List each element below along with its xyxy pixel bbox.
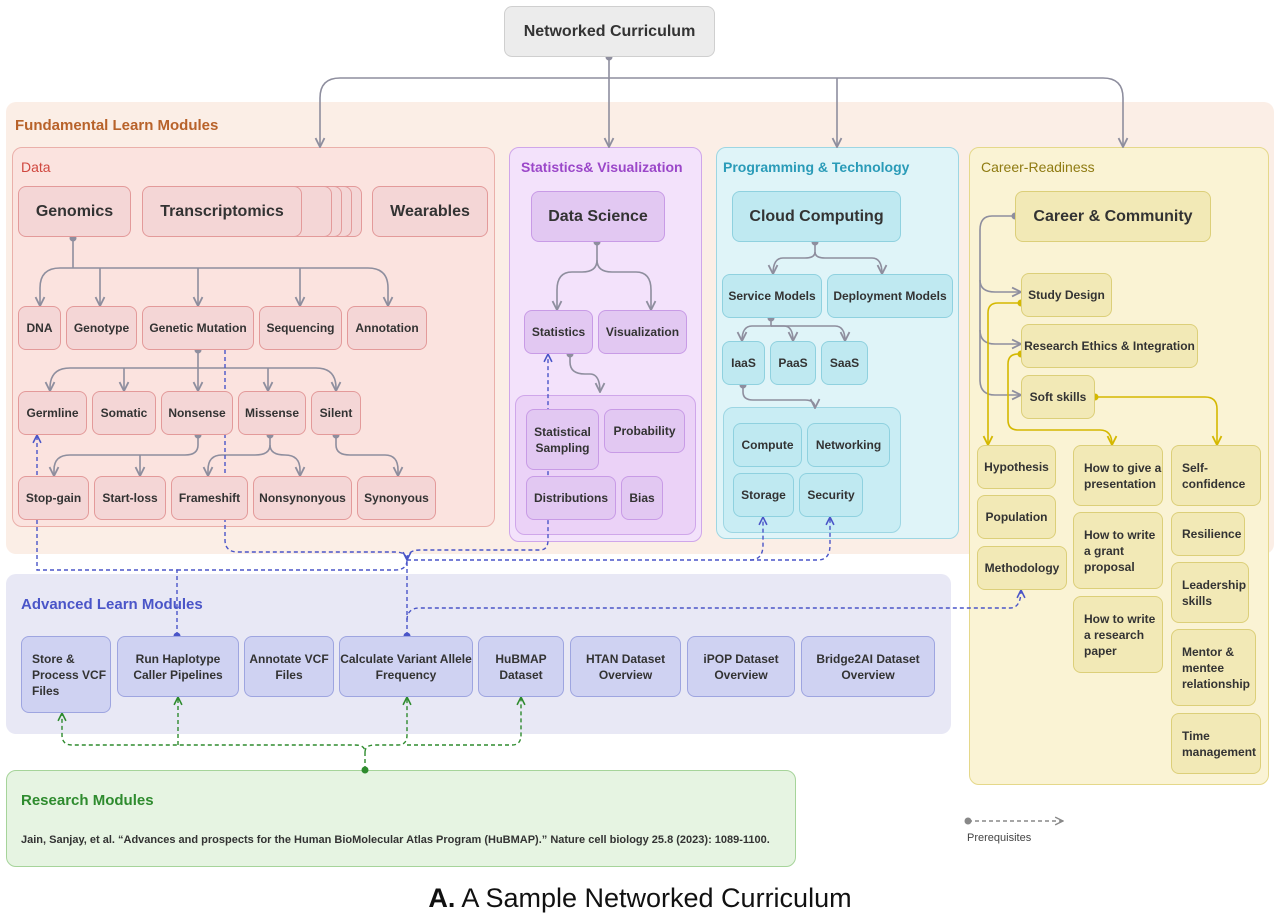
missense-node: Missense	[238, 391, 306, 435]
sequencing-node: Sequencing	[259, 306, 342, 350]
htan-dataset-node: HTAN Dataset Overview	[570, 636, 681, 697]
bridge2ai-dataset-node: Bridge2AI Dataset Overview	[801, 636, 935, 697]
statistical-sampling-node: Statistical Sampling	[526, 409, 599, 470]
store-process-vcf-node: Store & Process VCF Files	[21, 636, 111, 713]
security-node: Security	[799, 473, 863, 517]
legend-label: Prerequisites	[967, 832, 1032, 844]
genomics-node: Genomics	[18, 186, 131, 237]
stats-panel-title: Statistics& Visualization	[521, 159, 683, 175]
variant-allele-freq-node: Calculate Variant Allele Frequency	[339, 636, 473, 697]
caption-letter: A.	[428, 883, 456, 913]
study-design-node: Study Design	[1021, 273, 1112, 317]
presentation-node: How to give a presentation	[1073, 445, 1163, 506]
haplotype-caller-node: Run Haplotype Caller Pipelines	[117, 636, 239, 697]
advanced-title: Advanced Learn Modules	[21, 596, 203, 613]
research-title: Research Modules	[21, 792, 154, 809]
deployment-models-node: Deployment Models	[827, 274, 953, 318]
fundamental-title: Fundamental Learn Modules	[15, 117, 219, 134]
genetic-mutation-node: Genetic Mutation	[142, 306, 254, 350]
time-management-node: Time management	[1171, 713, 1261, 774]
research-ethics-node: Research Ethics & Integration	[1021, 324, 1198, 368]
stop-gain-node: Stop-gain	[18, 476, 89, 520]
distributions-node: Distributions	[526, 476, 616, 520]
data-panel-title: Data	[21, 159, 51, 175]
synonyous-node: Synonyous	[357, 476, 436, 520]
mentor-node: Mentor & mentee relationship	[1171, 629, 1256, 706]
start-loss-node: Start-loss	[94, 476, 166, 520]
probability-node: Probability	[604, 409, 685, 453]
research-paper-node: How to write a research paper	[1073, 596, 1163, 673]
hubmap-dataset-node: HuBMAP Dataset	[478, 636, 564, 697]
career-panel-title: Career-Readiness	[981, 159, 1095, 175]
bias-node: Bias	[621, 476, 663, 520]
nonsense-node: Nonsense	[161, 391, 233, 435]
caption-text: A Sample Networked Curriculum	[455, 883, 852, 913]
service-models-node: Service Models	[722, 274, 822, 318]
silent-node: Silent	[311, 391, 361, 435]
career-community-node: Career & Community	[1015, 191, 1211, 242]
research-region	[6, 770, 796, 867]
somatic-node: Somatic	[92, 391, 156, 435]
wearables-node: Wearables	[372, 186, 488, 237]
hypothesis-node: Hypothesis	[977, 445, 1056, 489]
grant-proposal-node: How to write a grant proposal	[1073, 512, 1163, 589]
nonsynonyous-node: Nonsynonyous	[253, 476, 352, 520]
resilience-node: Resilience	[1171, 512, 1245, 556]
dna-node: DNA	[18, 306, 61, 350]
transcriptomics-node: Transcriptomics	[142, 186, 302, 237]
population-node: Population	[977, 495, 1056, 539]
genotype-node: Genotype	[66, 306, 137, 350]
frameshift-node: Frameshift	[171, 476, 248, 520]
statistics-node: Statistics	[524, 310, 593, 354]
annotate-vcf-node: Annotate VCF Files	[244, 636, 334, 697]
data-science-node: Data Science	[531, 191, 665, 242]
visualization-node: Visualization	[598, 310, 687, 354]
paas-node: PaaS	[770, 341, 816, 385]
legend-arrow	[964, 818, 1064, 825]
methodology-node: Methodology	[977, 546, 1067, 590]
prog-panel-title: Programming & Technology	[723, 159, 910, 175]
leadership-node: Leadership skills	[1171, 562, 1249, 623]
self-confidence-node: Self-confidence	[1171, 445, 1261, 506]
cloud-computing-node: Cloud Computing	[732, 191, 901, 242]
root-node: Networked Curriculum	[504, 6, 715, 57]
storage-node: Storage	[733, 473, 794, 517]
figure-caption: A. A Sample Networked Curriculum	[0, 883, 1280, 914]
ipop-dataset-node: iPOP Dataset Overview	[687, 636, 795, 697]
research-citation: Jain, Sanjay, et al. “Advances and prosp…	[21, 834, 770, 846]
saas-node: SaaS	[821, 341, 868, 385]
soft-skills-node: Soft skills	[1021, 375, 1095, 419]
compute-node: Compute	[733, 423, 802, 467]
annotation-node: Annotation	[347, 306, 427, 350]
iaas-node: IaaS	[722, 341, 765, 385]
germline-node: Germline	[18, 391, 87, 435]
networking-node: Networking	[807, 423, 890, 467]
